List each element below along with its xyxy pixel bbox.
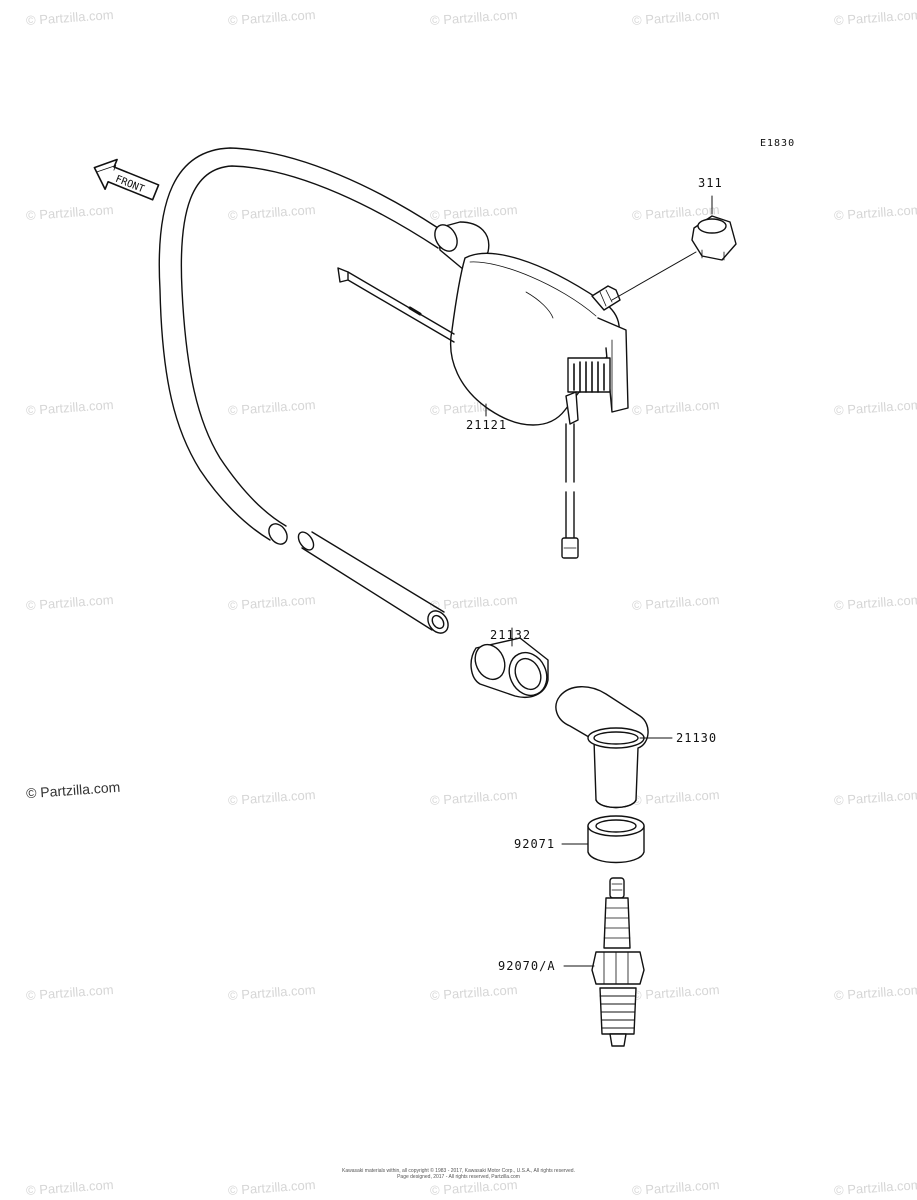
ignition-coil bbox=[337, 221, 629, 559]
front-arrow-icon: FRONT bbox=[93, 158, 160, 201]
label-ring: 92071 bbox=[514, 837, 556, 851]
label-spark-plug: 92070/A bbox=[498, 959, 556, 973]
high-tension-lead bbox=[158, 147, 449, 634]
nut-311 bbox=[691, 215, 737, 261]
diagram-ref-code: E1830 bbox=[760, 138, 796, 149]
copyright-footer: Kawasaki materials within, all copyright… bbox=[0, 1168, 917, 1180]
cap-seal-21132 bbox=[470, 637, 549, 698]
spark-plug-92070a bbox=[591, 877, 645, 1047]
ring-92071 bbox=[587, 815, 645, 864]
leader-lines bbox=[485, 195, 713, 967]
copyright-line-2: Page designed, 2017 - All rights reserve… bbox=[397, 1174, 520, 1180]
label-nut: 311 bbox=[698, 176, 723, 190]
plug-cap-21130 bbox=[555, 686, 649, 809]
label-plug-cap: 21130 bbox=[676, 731, 718, 745]
label-cap-seal: 21132 bbox=[490, 628, 532, 642]
label-ignition-coil: 21121 bbox=[466, 418, 508, 432]
copyright-line-1: Kawasaki materials within, all copyright… bbox=[342, 1168, 575, 1174]
